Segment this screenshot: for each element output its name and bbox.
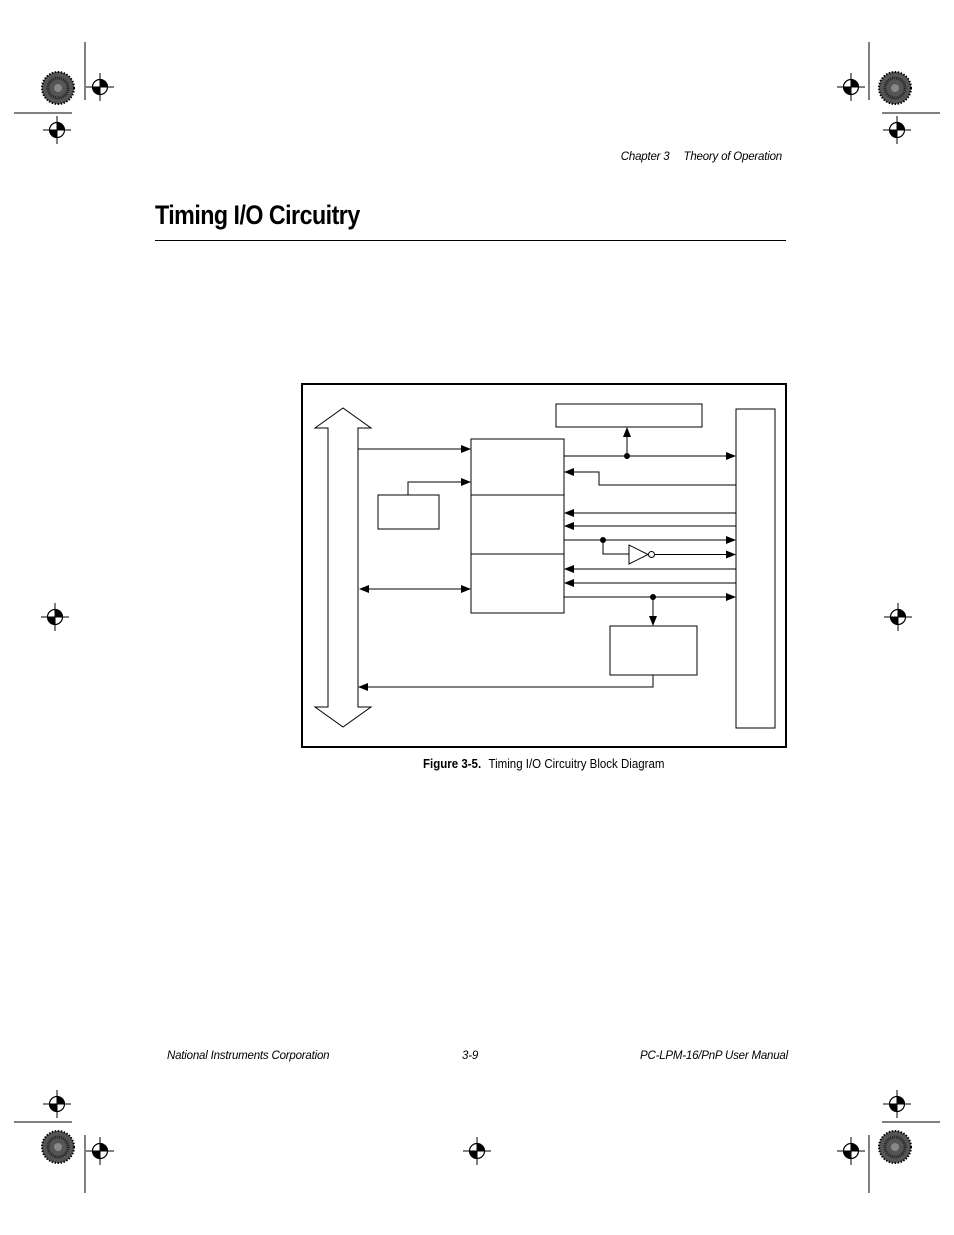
- title-rule: [155, 240, 786, 241]
- junction-dot: [624, 453, 630, 459]
- bottom-block: [609, 625, 698, 676]
- figure-caption-text: Timing I/O Circuitry Block Diagram: [488, 757, 665, 771]
- chapter-title: Theory of Operation: [683, 151, 783, 163]
- left-small-block: [377, 494, 440, 530]
- figure-caption: Figure 3-5. Timing I/O Circuitry Block Di…: [423, 757, 664, 771]
- star-target-icon: [40, 70, 76, 106]
- registration-mark-icon: [836, 72, 866, 102]
- registration-mark-icon: [462, 1136, 492, 1166]
- counter-block-1: [470, 438, 565, 496]
- counter-block-2: [470, 494, 565, 555]
- footer-page-number: 3-9: [462, 1050, 479, 1062]
- junction-dot: [600, 537, 606, 543]
- registration-mark-icon: [42, 115, 72, 145]
- registration-mark-icon: [85, 72, 115, 102]
- footer-manual-title: PC-LPM-16/PnP User Manual: [640, 1050, 788, 1062]
- registration-mark-icon: [85, 1136, 115, 1166]
- footer-company: National Instruments Corporation: [167, 1050, 330, 1062]
- top-block: [555, 403, 703, 428]
- io-connector-block: [735, 408, 776, 729]
- star-target-icon: [877, 70, 913, 106]
- bus-arrow: [313, 407, 373, 728]
- figure-number: Figure 3-5.: [423, 757, 482, 771]
- inverter-gate-icon: [628, 544, 650, 565]
- block-diagram-frame: [301, 383, 787, 748]
- registration-mark-icon: [40, 602, 70, 632]
- registration-mark-icon: [882, 115, 912, 145]
- running-head: Chapter 3 Theory of Operation: [560, 151, 782, 163]
- counter-block-3: [470, 553, 565, 614]
- star-target-icon: [877, 1129, 913, 1165]
- block-diagram: [313, 403, 776, 729]
- section-title: Timing I/O Circuitry: [155, 200, 360, 230]
- registration-mark-icon: [883, 602, 913, 632]
- registration-mark-icon: [882, 1089, 912, 1119]
- junction-dot: [650, 594, 656, 600]
- registration-mark-icon: [42, 1089, 72, 1119]
- chapter-number: Chapter 3: [620, 151, 670, 163]
- registration-mark-icon: [836, 1136, 866, 1166]
- star-target-icon: [40, 1129, 76, 1165]
